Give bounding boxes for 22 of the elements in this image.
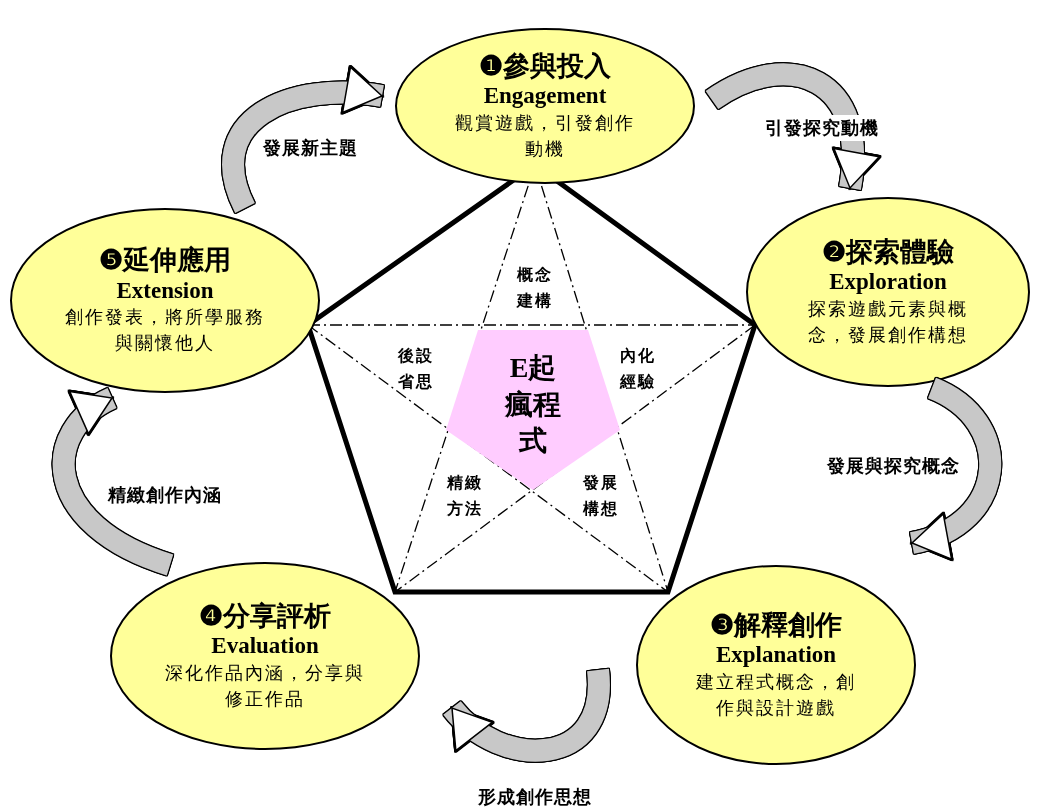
- stage-title: ❷探索體驗: [822, 235, 954, 269]
- stage-description: 觀賞遊戲，引發創作動機: [454, 111, 636, 161]
- segment-label: 發展構想: [583, 473, 620, 519]
- stage-title: ❸解釋創作: [710, 608, 842, 642]
- stage-title: ❺延伸應用: [99, 244, 231, 277]
- stage-title: ❶參與投入: [479, 49, 611, 83]
- stage-english-name: Engagement: [483, 82, 607, 110]
- stage-english-name: Extension: [116, 276, 214, 305]
- stage-english-name: Evaluation: [211, 632, 319, 660]
- stage-description: 深化作品內涵，分享與修正作品: [165, 661, 365, 711]
- stage-english-name: Exploration: [829, 268, 947, 296]
- segment-label: 概念建構: [517, 265, 554, 311]
- stage-title: ❹分享評析: [199, 599, 331, 633]
- stage-description: 創作發表，將所學服務與關懷他人: [65, 306, 265, 356]
- curved-arrow: [706, 63, 878, 190]
- stage-description: 建立程式概念，創作與設計遊戲: [695, 670, 857, 720]
- stage-description: 探索遊戲元素與概念，發展創作構想: [807, 297, 969, 347]
- segment-label: 後設省思: [398, 346, 435, 392]
- segment-label: 精緻方法: [447, 473, 484, 519]
- center-title: E起瘋程式: [503, 351, 562, 459]
- segment-label: 內化經驗: [620, 346, 657, 392]
- stage-english-name: Explanation: [715, 641, 837, 669]
